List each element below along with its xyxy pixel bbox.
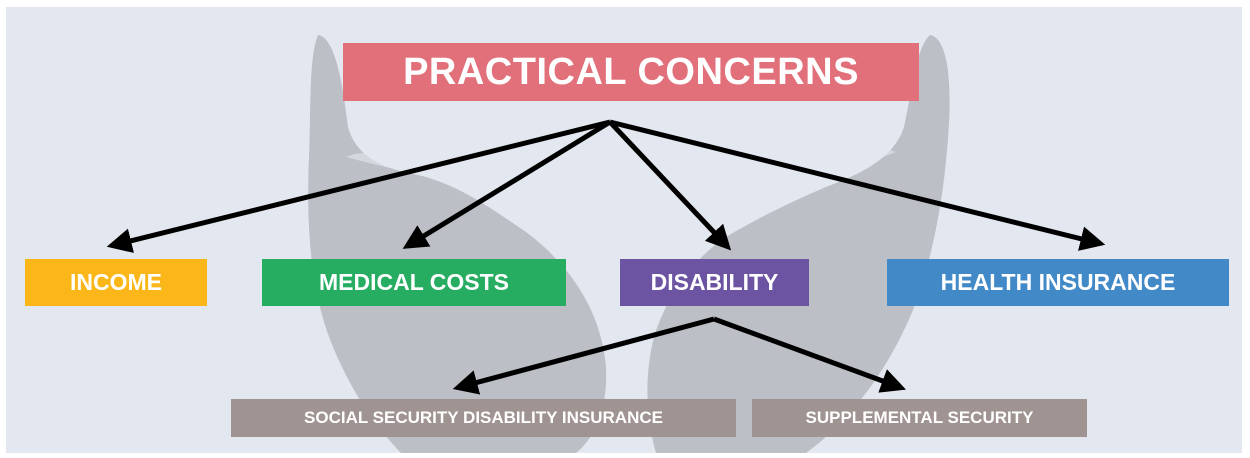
social-security-disability-insurance-box: SOCIAL SECURITY DISABILITY INSURANCE — [231, 399, 736, 437]
disability-box: DISABILITY — [620, 259, 809, 306]
arrow-to-income — [106, 119, 611, 253]
connector-arrows — [106, 119, 1106, 395]
arrow-to-medical-costs — [402, 119, 612, 249]
income-box: INCOME — [25, 259, 207, 306]
arrow-to-disability — [608, 120, 732, 251]
cupped-hands-illustration — [308, 35, 950, 453]
health-insurance-box: HEALTH INSURANCE — [887, 259, 1229, 306]
left-hand-shape — [308, 35, 607, 453]
medical-costs-box: MEDICAL COSTS — [262, 259, 566, 306]
arrow-to-health-insurance — [609, 119, 1106, 251]
supplemental-security-box: SUPPLEMENTAL SECURITY — [752, 399, 1087, 437]
arrow-to-ssdi — [452, 316, 715, 395]
arrow-to-ssi — [713, 316, 907, 393]
practical-concerns-title: PRACTICAL CONCERNS — [343, 43, 919, 101]
right-hand-shape — [647, 35, 950, 453]
diagram-canvas: PRACTICAL CONCERNS INCOME MEDICAL COSTS … — [6, 7, 1242, 453]
